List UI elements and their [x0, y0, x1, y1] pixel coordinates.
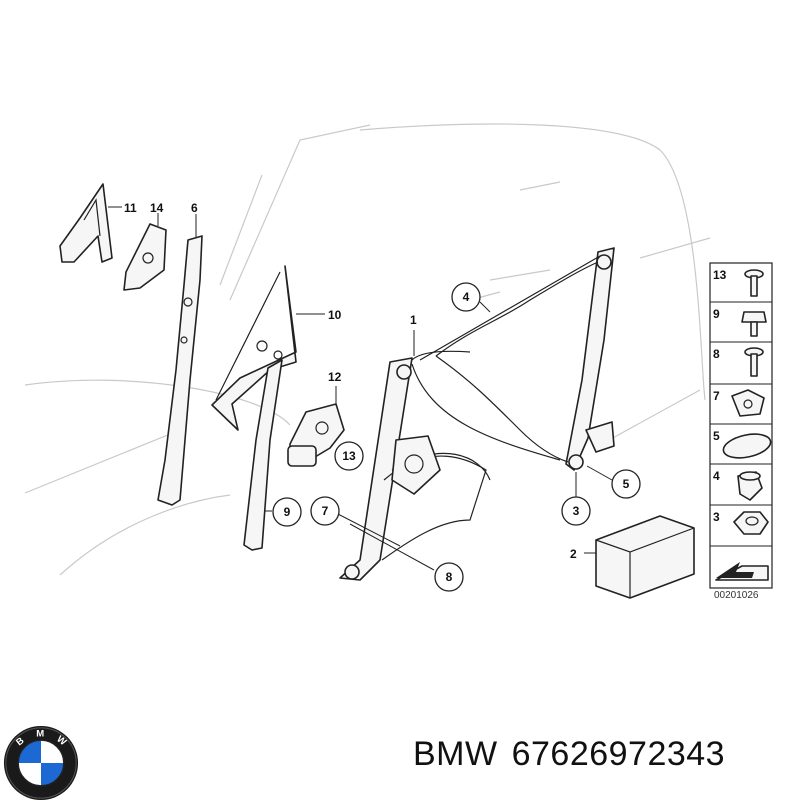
fastener-legend: 13 9 8 7 5 4 3 — [709, 262, 773, 601]
glass-seal-part — [243, 359, 283, 551]
expanding-rivet-icon — [737, 471, 763, 501]
callout-14: 14 — [150, 201, 164, 215]
bracket-part — [123, 213, 167, 291]
svg-text:4: 4 — [463, 290, 470, 304]
arrow-icon — [715, 562, 769, 581]
callout-circle-13: 13 — [334, 441, 364, 471]
svg-text:5: 5 — [623, 477, 630, 491]
mirror-trim-part — [59, 183, 122, 263]
legend-num-4: 4 — [713, 469, 720, 483]
hex-nut-icon — [733, 511, 769, 535]
callout-10: 10 — [328, 308, 342, 322]
callout-6: 6 — [191, 201, 198, 215]
legend-num-9: 9 — [713, 307, 720, 321]
callout-circle-4: 4 — [451, 282, 481, 312]
window-regulator-part — [339, 247, 615, 581]
hex-screw-icon — [741, 311, 767, 337]
callout-12: 12 — [328, 370, 342, 384]
motor-part — [287, 386, 345, 467]
legend-num-8: 8 — [713, 347, 720, 361]
svg-text:3: 3 — [573, 504, 580, 518]
legend-num-3: 3 — [713, 510, 720, 524]
callout-circle-5: 5 — [611, 469, 641, 499]
legend-num-7: 7 — [713, 389, 720, 403]
leader-lines — [335, 447, 613, 571]
callout-circle-3: 3 — [561, 496, 591, 526]
clip-nut-icon — [731, 389, 765, 417]
diagram-code: 00201026 — [714, 590, 759, 601]
legend-num-5: 5 — [713, 429, 720, 443]
svg-text:8: 8 — [446, 570, 453, 584]
triangle-panel-part — [211, 265, 325, 431]
callout-2: 2 — [570, 547, 577, 561]
callout-circle-9: 9 — [272, 497, 302, 527]
callout-circle-8: 8 — [434, 562, 464, 592]
window-channel-part — [157, 214, 203, 506]
box-part — [584, 515, 695, 599]
svg-text:9: 9 — [284, 505, 291, 519]
legend-num-13: 13 — [713, 268, 727, 282]
cable-part — [435, 261, 599, 463]
part-number: 67626972343 — [511, 735, 726, 773]
torx-bolt-icon — [744, 269, 764, 297]
svg-text:7: 7 — [322, 504, 329, 518]
part-caption: BMW 67626972343 — [413, 735, 739, 774]
flange-bolt-icon — [744, 347, 764, 377]
callout-11: 11 — [124, 201, 137, 215]
callout-1: 1 — [410, 313, 417, 327]
bmw-logo: B M W — [3, 725, 79, 801]
svg-text:M: M — [36, 728, 44, 739]
oval-plug-icon — [722, 433, 772, 459]
brand-name: BMW — [413, 735, 498, 773]
svg-text:13: 13 — [342, 449, 356, 463]
callout-circle-7: 7 — [310, 496, 340, 526]
